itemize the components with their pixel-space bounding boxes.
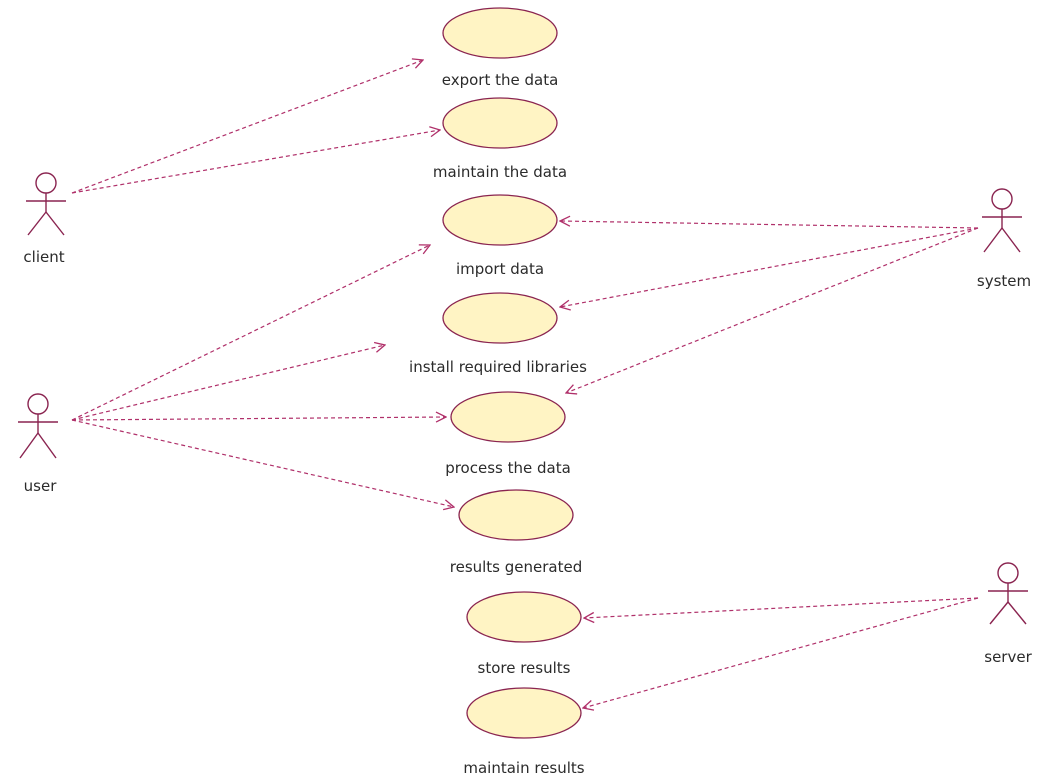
association-user-import [71,245,430,421]
association-user-process [71,417,446,420]
use-case-maintain-data[interactable]: maintain the data [433,97,567,181]
stick-figure-icon [982,188,1022,253]
association-user-install [71,345,385,421]
use-case-process[interactable]: process the data [445,391,571,477]
use-case-ellipse [466,687,582,739]
use-case-ellipse [450,391,566,443]
use-case-label: install required libraries [409,358,587,376]
association-client-export [71,60,423,194]
use-case-results-generated[interactable]: results generated [450,489,583,576]
actor-label: user [24,477,58,495]
use-case-label: maintain results [463,759,584,777]
stick-figure-icon [18,393,58,459]
actor-label: client [23,248,64,266]
stick-figure-icon [26,172,66,236]
actor-server[interactable]: server [984,562,1033,666]
stick-figure-icon [988,562,1028,625]
association-system-install [560,227,979,307]
use-case-ellipse [466,591,582,643]
use-case-maintain-results[interactable]: maintain results [463,687,585,777]
association-client-maintain_data [71,130,440,194]
association-system-import [560,221,979,229]
actor-client[interactable]: client [23,172,66,266]
actor-user[interactable]: user [18,393,58,495]
use-case-ellipse [442,194,558,246]
use-case-ellipse [442,292,558,344]
association-server-maintain_results [583,597,979,708]
use-case-export[interactable]: export the data [442,7,559,89]
use-case-label: process the data [445,459,571,477]
actor-label: server [984,648,1032,666]
use-case-ellipse [458,489,574,541]
use-case-install[interactable]: install required libraries [409,292,587,376]
use-case-ellipse [442,7,558,59]
association-user-results [71,419,454,507]
actor-label: system [977,272,1031,290]
association-server-store [584,597,979,618]
use-case-label: import data [456,260,544,278]
use-case-label: store results [478,659,571,677]
use-case-label: export the data [442,71,559,89]
associations [71,60,979,708]
actor-system[interactable]: system [977,188,1031,290]
use-case-store-results[interactable]: store results [466,591,582,677]
use-case-import[interactable]: import data [442,194,558,278]
use-case-label: maintain the data [433,163,567,181]
use-case-label: results generated [450,558,583,576]
use-case-ellipse [442,97,558,149]
association-system-process [566,227,979,393]
